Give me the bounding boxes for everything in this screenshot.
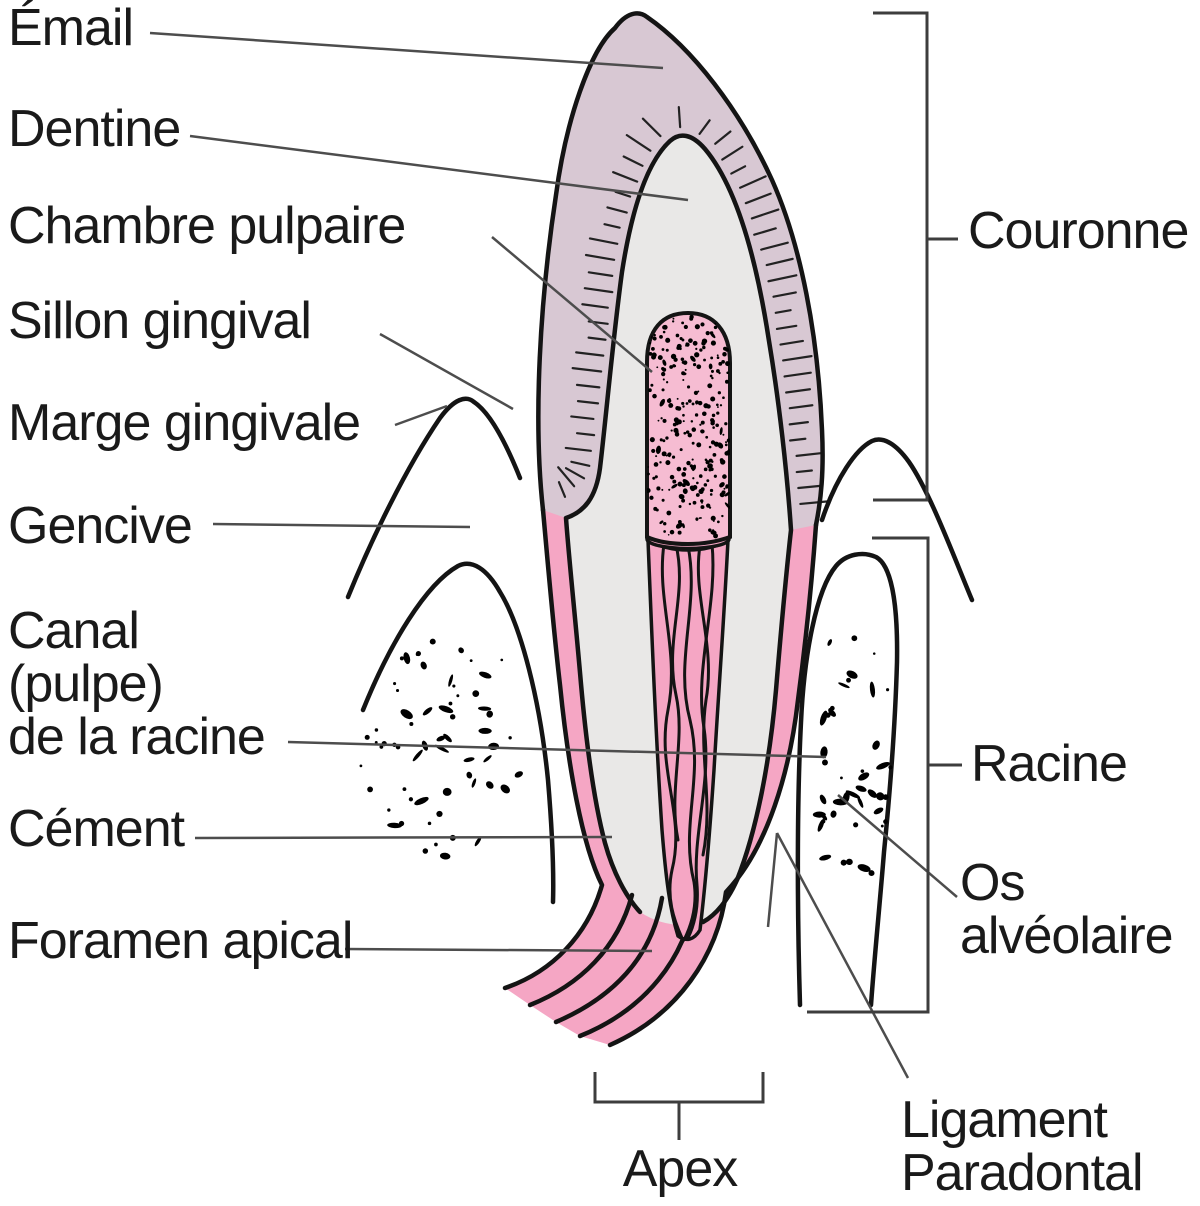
leader-dentine [189,134,689,202]
label-foramen-apical: Foramen apical [8,912,353,970]
leader-marge-gingivale [394,404,448,427]
root-right-outline [607,522,819,1048]
bracket-apex [593,1072,765,1140]
gum-right-curve [819,437,975,603]
bracket-couronne [873,11,958,502]
label-canal-line2: (pulpe) [8,655,164,713]
label-marge-gingivale: Marge gingivale [8,394,361,452]
bracket-racine [807,536,962,1014]
leader-ligament [766,832,910,1079]
canal-vessels [660,542,715,942]
label-dentine: Dentine [8,100,181,158]
gum-left-curve [345,396,523,600]
leader-chambre-pulpaire [491,236,653,373]
leader-lines [149,31,958,1079]
label-sillon-gingival: Sillon gingival [8,292,312,350]
leader-os-alveolaire [837,794,958,898]
label-email: Émail [8,0,134,57]
leader-foramen-apical [344,947,653,953]
leader-gencive [212,522,471,529]
label-cement: Cément [8,800,185,858]
bone-left-arch [360,561,556,905]
leader-cement [194,835,613,840]
label-chambre-pulpaire: Chambre pulpaire [8,197,406,255]
label-os-line1: Os [960,854,1025,912]
label-canal-line1: Canal [8,602,140,660]
label-os-line2: alvéolaire [960,907,1174,965]
label-gencive: Gencive [8,497,193,555]
label-racine: Racine [971,735,1128,793]
label-canal-racine: Canal (pulpe) de la racine [8,602,266,766]
leader-email [149,31,664,70]
dentine-outline [563,133,794,925]
label-os-alveolaire: Os alvéolaire [960,854,1174,965]
leader-sillon-gingival [379,332,514,411]
bone-speckles-left [359,638,523,860]
leader-canal [287,740,827,759]
enamel-outline [536,11,825,528]
pulp-chamber [645,310,732,547]
label-couronne: Couronne [968,202,1189,260]
label-ligament-paradontal: Ligament Paradontal [901,1091,1144,1202]
bone-speckles-right [812,635,893,877]
label-apex: Apex [622,1140,739,1198]
enamel-hatching [557,106,831,506]
label-canal-line3: de la racine [8,708,266,766]
pulp-stipple [647,314,730,539]
label-ligament-line1: Ligament [901,1091,1108,1149]
bone-right-socket [795,551,900,1008]
root-left-outline [502,507,605,991]
brackets [593,11,962,1140]
label-ligament-line2: Paradontal [901,1144,1144,1202]
